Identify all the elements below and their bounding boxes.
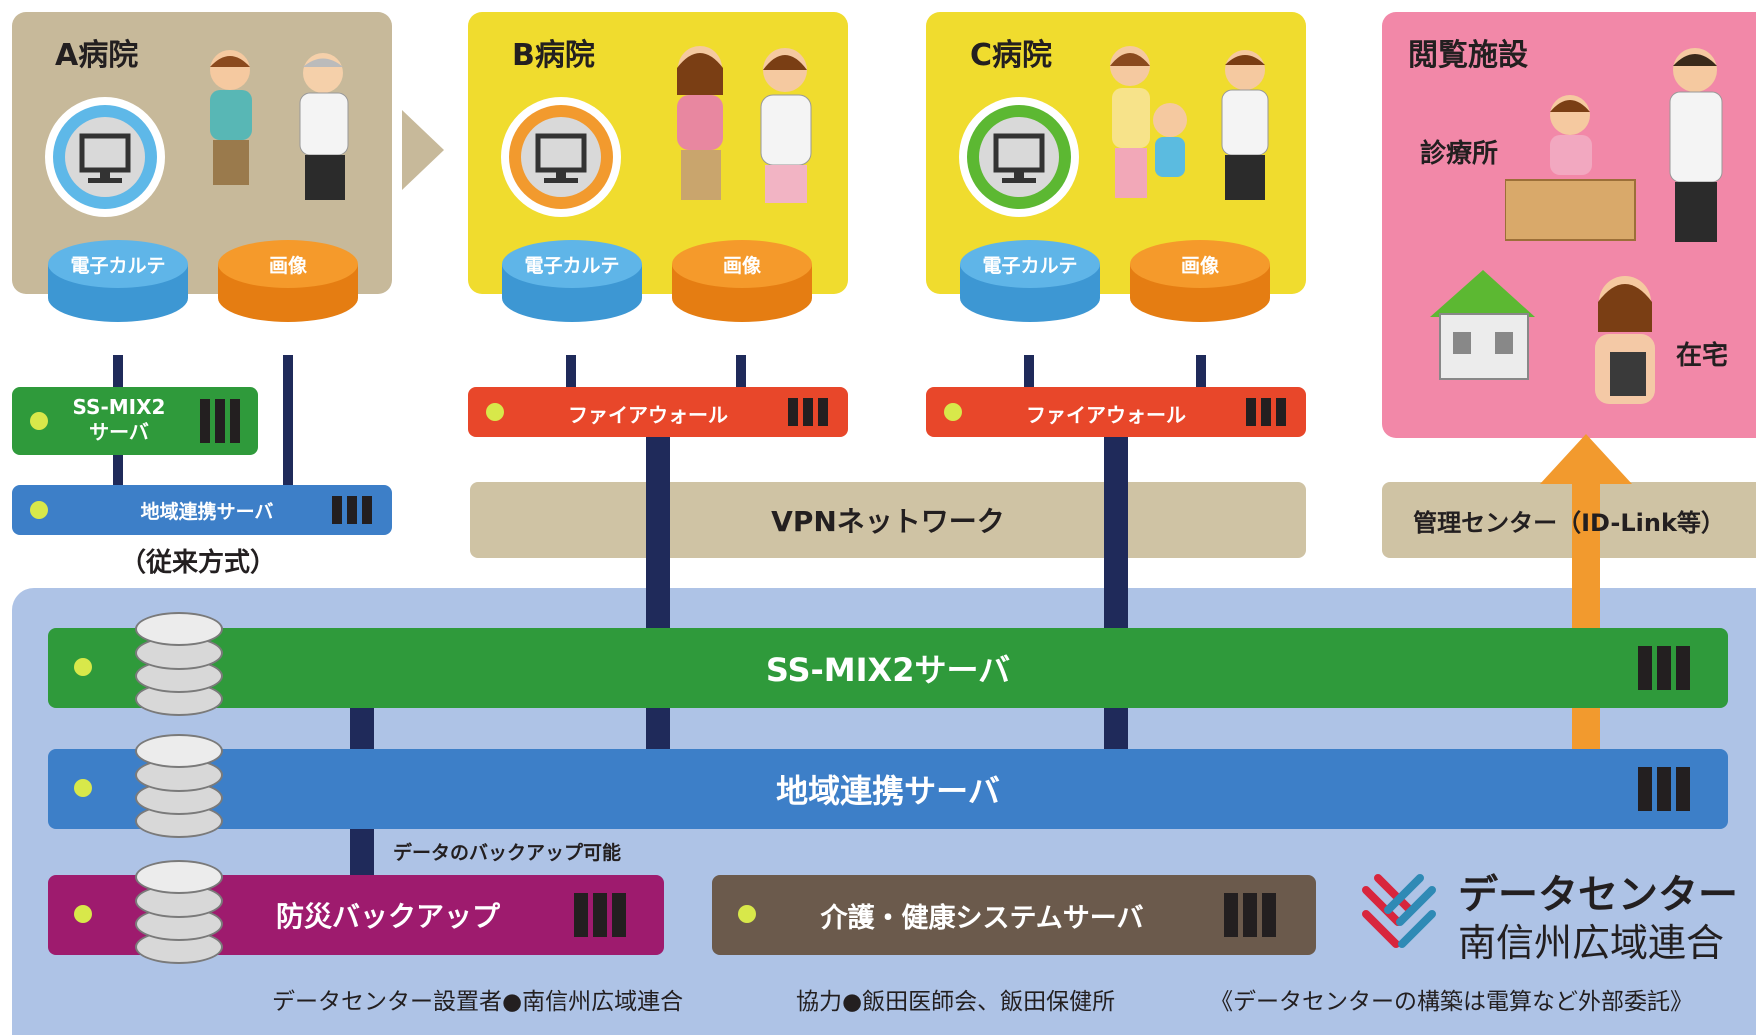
status-dot <box>486 403 504 421</box>
datacenter-logo-title: データセンター <box>1458 872 1738 918</box>
status-dot <box>30 501 48 519</box>
vpn-network-label: VPNネットワーク <box>771 505 1005 538</box>
status-dot <box>30 412 48 430</box>
database-stack-icon <box>135 612 223 717</box>
legacy-ssmix2-server: SS-MIX2 サーバ <box>12 387 258 455</box>
clinic-label: 診療所 <box>1420 139 1499 169</box>
firewall-b-label: ファイアウォール <box>568 403 728 427</box>
legacy-regional-server: 地域連携サーバ <box>12 485 392 535</box>
hospital-c-image-db: 画像 <box>1130 240 1270 340</box>
server-indicator-icon <box>788 398 828 426</box>
datacenter-logo-subtitle: 南信州広域連合 <box>1458 921 1725 965</box>
dc-regional-label: 地域連携サーバ <box>776 772 1000 810</box>
connector-line <box>1196 355 1206 387</box>
server-indicator-icon <box>200 399 240 443</box>
footer-installer: データセンター設置者●南信州広域連合 <box>272 989 684 1015</box>
hospital-a-image-db: 画像 <box>218 240 358 340</box>
viewing-facility-title: 閲覧施設 <box>1408 38 1528 73</box>
footer-note: 《データセンターの構築は電算など外部委託》 <box>1210 989 1693 1015</box>
status-dot <box>74 658 92 676</box>
care-health-server: 介護・健康システムサーバ <box>712 875 1316 955</box>
family-and-doctor-illustration <box>1100 40 1290 214</box>
disaster-backup-label: 防災バックアップ <box>275 900 500 933</box>
firewall-c: ファイアウォール <box>926 387 1306 437</box>
legacy-regional-label: 地域連携サーバ <box>140 501 274 523</box>
management-center-label: 管理センター（ID-Link等） <box>1413 508 1725 537</box>
dc-regional-server: 地域連携サーバ <box>48 749 1728 829</box>
monitor-icon <box>956 94 1082 224</box>
house-icon <box>1415 262 1550 391</box>
connector-line <box>1024 355 1034 387</box>
legacy-caption: （従来方式） <box>120 548 277 578</box>
database-stack-icon <box>135 734 223 839</box>
hospital-c-emr-db: 電子カルテ <box>960 240 1100 340</box>
connector-line <box>736 355 746 387</box>
care-health-label: 介護・健康システムサーバ <box>820 902 1144 934</box>
home-label: 在宅 <box>1676 341 1729 371</box>
backup-note: データのバックアップ可能 <box>393 842 622 864</box>
patient-and-nurse-illustration <box>655 40 835 214</box>
server-indicator-icon <box>332 496 372 524</box>
connector-line <box>113 355 123 387</box>
arrow-right-icon <box>402 110 444 194</box>
clinic-illustration <box>1504 40 1745 254</box>
connector-line <box>283 355 293 485</box>
connector-line <box>566 355 576 387</box>
hospital-c-title: C病院 <box>970 38 1053 73</box>
status-dot <box>74 905 92 923</box>
dc-ssmix2-server: SS-MIX2サーバ <box>48 628 1728 708</box>
arrow-up-icon <box>1540 434 1632 758</box>
hospital-a-emr-db: 電子カルテ <box>48 240 188 340</box>
management-center-bar <box>1382 482 1756 558</box>
monitor-icon <box>42 94 168 224</box>
home-user-illustration <box>1570 262 1680 416</box>
monitor-icon <box>498 94 624 224</box>
legacy-ssmix-label-1: SS-MIX2 <box>72 395 166 419</box>
server-indicator-icon <box>1224 893 1276 937</box>
firewall-b: ファイアウォール <box>468 387 848 437</box>
footer-cooperation: 協力●飯田医師会、飯田保健所 <box>796 989 1116 1015</box>
server-indicator-icon <box>1638 767 1690 811</box>
datacenter-logo-icon <box>1358 870 1440 956</box>
connector-line <box>113 455 123 485</box>
hospital-b-emr-db: 電子カルテ <box>502 240 642 340</box>
server-indicator-icon <box>1246 398 1286 426</box>
server-indicator-icon <box>574 893 626 937</box>
status-dot <box>74 779 92 797</box>
server-indicator-icon <box>1638 646 1690 690</box>
database-stack-icon <box>135 860 223 965</box>
hospital-b-title: B病院 <box>512 38 595 73</box>
hospital-a-title: A病院 <box>55 38 139 73</box>
legacy-ssmix-label-2: サーバ <box>89 420 149 444</box>
status-dot <box>944 403 962 421</box>
vpn-network-bar <box>470 482 1306 558</box>
firewall-c-label: ファイアウォール <box>1026 403 1186 427</box>
dc-ssmix2-label: SS-MIX2サーバ <box>765 651 1011 689</box>
hospital-b-image-db: 画像 <box>672 240 812 340</box>
status-dot <box>738 905 756 923</box>
patient-and-doctor-illustration <box>185 45 375 214</box>
